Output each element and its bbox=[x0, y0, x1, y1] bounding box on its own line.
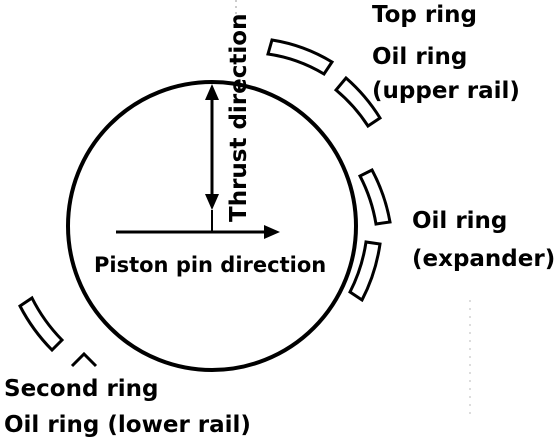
piston-pin-direction-arrow bbox=[116, 225, 280, 239]
oil-ring-expander-segment bbox=[357, 168, 392, 226]
second-ring-segment bbox=[18, 295, 65, 353]
piston-circle bbox=[66, 80, 358, 372]
label-oil-ring-expander-line2: (expander) bbox=[412, 246, 555, 272]
oil-ring-expander-lower-segment bbox=[348, 240, 382, 303]
label-second-ring: Second ring bbox=[4, 376, 159, 402]
thrust-direction-arrow bbox=[205, 84, 219, 210]
label-thrust-direction: Thrust direction bbox=[226, 14, 252, 222]
label-piston-pin-direction: Piston pin direction bbox=[94, 253, 326, 277]
oil-ring-lower-rail-mark bbox=[70, 351, 98, 368]
oil-ring-upper-rail-segment bbox=[333, 75, 383, 129]
label-oil-ring-expander-line1: Oil ring bbox=[412, 208, 507, 234]
label-oil-ring-upper-line2: (upper rail) bbox=[372, 78, 520, 104]
label-top-ring: Top ring bbox=[372, 2, 477, 28]
label-oil-ring-lower-rail: Oil ring (lower rail) bbox=[4, 412, 251, 438]
top-ring-segment bbox=[266, 38, 335, 77]
label-oil-ring-upper-line1: Oil ring bbox=[372, 44, 467, 70]
